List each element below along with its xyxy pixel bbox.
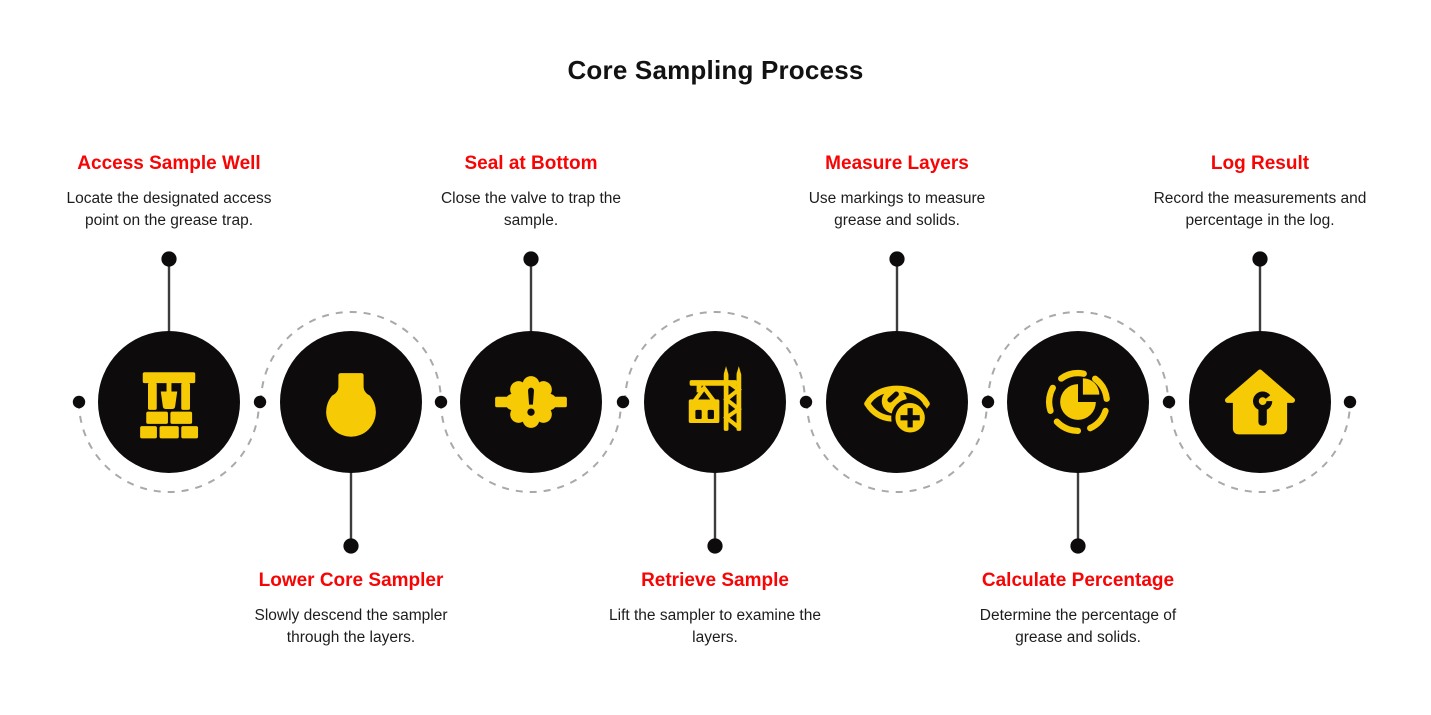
step-7-node: [1189, 331, 1331, 473]
step-title: Lower Core Sampler: [258, 570, 444, 591]
plumb-bob-icon: [326, 373, 376, 437]
step-description: Slowly descend the sampler through the l…: [254, 607, 448, 646]
step-title: Log Result: [1210, 153, 1310, 174]
eye-plus-icon: [864, 385, 930, 437]
step-6-text: Calculate Percentage Determine the perce…: [948, 570, 1208, 649]
step-title: Retrieve Sample: [641, 570, 789, 591]
step-description: Close the valve to trap the sample.: [440, 190, 622, 229]
stem-dot: [343, 538, 359, 554]
stem-dots: [161, 251, 1268, 554]
stem-dot: [1252, 251, 1268, 267]
step-description: Determine the percentage of grease and s…: [979, 607, 1177, 646]
step-2-text: Lower Core Sampler Slowly descend the sa…: [221, 570, 481, 649]
dashed-arc: [987, 311, 1169, 403]
stem-lines: [167, 262, 1262, 543]
step-4-text: Retrieve Sample Lift the sampler to exam…: [585, 570, 845, 649]
step-3-text: Seal at Bottom Close the valve to trap t…: [401, 153, 661, 232]
page-title: Core Sampling Process: [567, 55, 864, 85]
step-title: Measure Layers: [825, 153, 969, 174]
step-5-node: [826, 331, 968, 473]
step-description: Lift the sampler to examine the layers.: [609, 607, 821, 646]
dashed-arcs: [78, 311, 1351, 493]
step-7-text: Log Result Record the measurements and p…: [1130, 153, 1390, 232]
stem-dot: [707, 538, 723, 554]
step-3-node: [460, 331, 602, 473]
step-title: Access Sample Well: [77, 153, 261, 174]
junction-dot: [434, 395, 448, 409]
junction-dot: [72, 395, 86, 409]
dashed-arc: [806, 401, 988, 493]
step-1-text: Access Sample Well Locate the designated…: [39, 153, 299, 232]
junction-dot: [1343, 395, 1357, 409]
step-4-node: [644, 331, 786, 473]
step-description: Use markings to measure grease and solid…: [808, 190, 986, 229]
step-title: Calculate Percentage: [981, 570, 1175, 591]
water-well-icon: [140, 372, 199, 439]
dashed-arc: [624, 311, 806, 403]
step-2-node: [280, 331, 422, 473]
dashed-arc: [1169, 401, 1351, 493]
stem-dot: [523, 251, 539, 267]
house-wrench-icon: [1225, 369, 1295, 435]
step-description: Locate the designated access point on th…: [66, 190, 272, 229]
valve-alert-icon: [495, 376, 567, 428]
junction-dots: [72, 395, 1357, 409]
step-6-node: [1007, 331, 1149, 473]
dashed-arc: [78, 401, 260, 493]
junction-dot: [253, 395, 267, 409]
stem-dot: [889, 251, 905, 267]
junction-dot: [981, 395, 995, 409]
step-description: Record the measurements and percentage i…: [1153, 190, 1367, 229]
junction-dot: [1162, 395, 1176, 409]
step-1-node: [98, 331, 240, 473]
pie-chart-icon: [1045, 369, 1111, 435]
step-5-text: Measure Layers Use markings to measure g…: [767, 153, 1027, 232]
stem-dot: [1070, 538, 1086, 554]
junction-dot: [616, 395, 630, 409]
dashed-arc: [260, 311, 442, 403]
dashed-arc: [440, 401, 622, 493]
stem-dot: [161, 251, 177, 267]
junction-dot: [799, 395, 813, 409]
crane-icon: [688, 366, 742, 431]
step-title: Seal at Bottom: [464, 153, 598, 174]
